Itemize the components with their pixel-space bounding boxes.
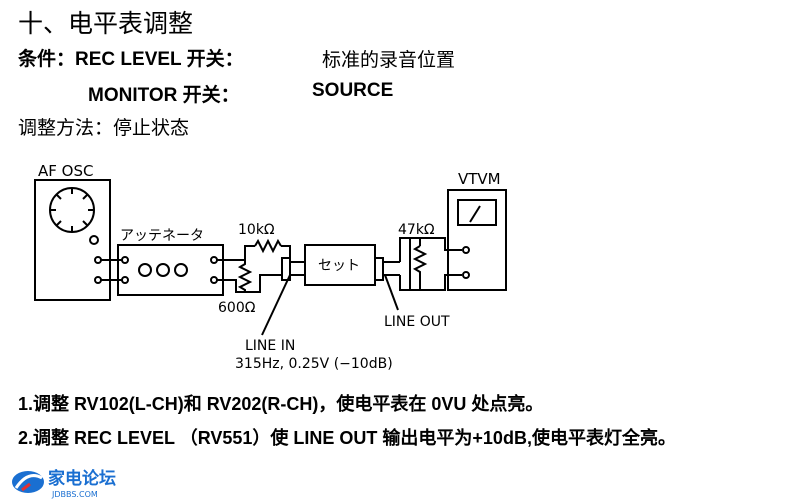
- vtvm-label: VTVM: [458, 170, 501, 188]
- r-10k-label: 10kΩ: [238, 222, 275, 238]
- attenuator-box: [117, 244, 224, 296]
- logo-name: 家电论坛: [48, 468, 116, 489]
- af-osc-box: [34, 179, 111, 301]
- r-47k-label: 47kΩ: [398, 222, 435, 238]
- logo-mark-icon: 家电论坛 JDBBS.COM: [12, 468, 116, 499]
- line-in-spec: 315Hz, 0.25V (−10dB): [235, 356, 393, 372]
- vtvm-box: [447, 189, 507, 291]
- step-2: 2.调整 REC LEVEL （RV551）使 LINE OUT 输出电平为+1…: [18, 428, 676, 448]
- method-label: 调整方法：: [18, 117, 114, 139]
- r-600-label: 600Ω: [218, 300, 256, 316]
- connection-diagram: AF OSC アッテネータ 10kΩ 600Ω セット 47kΩ VTVM LI…: [34, 162, 507, 372]
- line-in-label: LINE IN: [245, 338, 295, 354]
- page-title: 十、电平表调整: [18, 9, 194, 38]
- line-out-label: LINE OUT: [384, 314, 450, 330]
- osc-dial: [49, 187, 95, 233]
- monitor-label: MONITOR 开关：: [88, 85, 240, 106]
- site-logo: 家电论坛 JDBBS.COM: [8, 466, 148, 504]
- attenuator-label: アッテネータ: [120, 228, 204, 244]
- method-value: 停止状态: [113, 117, 190, 139]
- rec-level-value: 标准的录音位置: [322, 49, 456, 71]
- logo-url: JDBBS.COM: [51, 490, 98, 499]
- step-1: 1.调整 RV102(L-CH)和 RV202(R-CH)，使电平表在 0VU …: [18, 394, 544, 414]
- conditions-row: 条件：REC LEVEL 开关：: [18, 44, 244, 71]
- method-row: 调整方法：停止状态: [18, 113, 189, 140]
- monitor-value: SOURCE: [312, 80, 394, 101]
- conditions-label: 条件：: [18, 48, 76, 70]
- set-label: セット: [318, 258, 360, 274]
- rec-level-label: REC LEVEL 开关：: [75, 49, 244, 70]
- af-osc-label: AF OSC: [38, 162, 93, 180]
